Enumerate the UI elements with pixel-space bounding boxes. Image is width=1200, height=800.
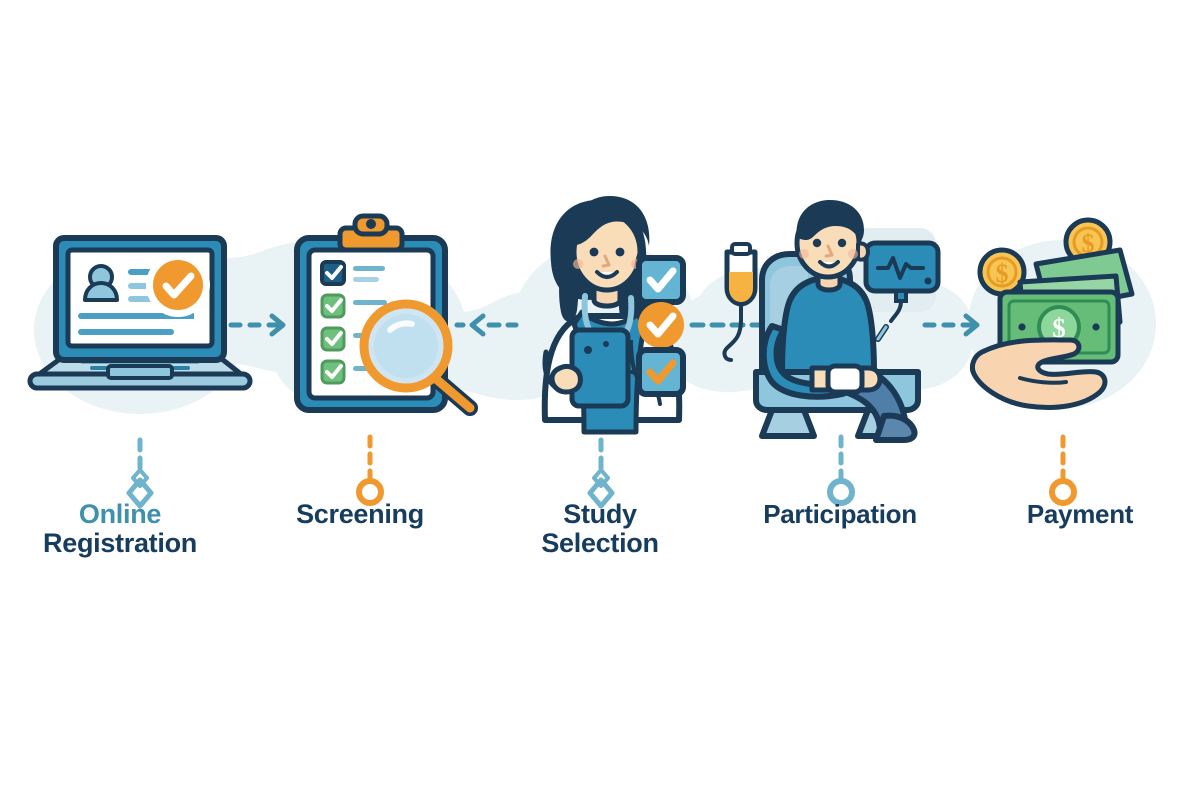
coin-icon-left: $ — [977, 247, 1027, 297]
patient-infusion-chair-icon — [722, 200, 941, 443]
checklist-rows — [320, 260, 387, 385]
connector-study-selection — [587, 437, 615, 509]
check-badge-icon — [146, 253, 210, 317]
clipboard-magnifier-icon — [294, 213, 478, 416]
svg-text:$: $ — [1052, 313, 1066, 343]
svg-text:$: $ — [1082, 229, 1095, 258]
step-label-participation[interactable]: Participation — [720, 500, 960, 528]
step-screening: Screening — [240, 0, 480, 800]
selection-checkbox-group — [636, 255, 686, 397]
flow-arrow-2 — [454, 313, 519, 337]
step-study-selection: Study Selection — [480, 0, 720, 800]
step-label-line: Online — [78, 499, 162, 529]
flow-arrow-1 — [228, 313, 286, 337]
connector-screening — [356, 434, 384, 506]
doctor-checklist-icon — [541, 196, 686, 435]
iv-bag-icon — [722, 242, 758, 362]
hand-holding-money-icon: $ $ $ — [969, 217, 1135, 410]
magnifier-icon — [359, 299, 478, 416]
step-label-screening[interactable]: Screening — [240, 499, 480, 529]
step-label-line: Payment — [1026, 499, 1134, 529]
connector-online-registration — [126, 437, 154, 509]
flow-arrow-4 — [922, 313, 980, 337]
connector-participation — [827, 434, 855, 506]
step-label-line: Registration — [43, 528, 197, 559]
step-payment: Payment — [960, 0, 1200, 800]
step-online-registration: Online Registration — [0, 0, 240, 800]
step-label-line: Screening — [296, 499, 424, 529]
connector-payment — [1049, 434, 1077, 506]
step-label-payment[interactable]: Payment — [960, 500, 1200, 528]
step-label-line: Participation — [763, 499, 917, 529]
vitals-monitor-icon — [863, 240, 941, 342]
step-label-online-registration[interactable]: Online Registration — [0, 499, 240, 559]
laptop-registration-icon — [27, 235, 253, 391]
step-label-line: Study — [563, 499, 637, 529]
step-participation: Participation — [720, 0, 960, 800]
step-label-line: Selection — [541, 528, 659, 559]
svg-text:$: $ — [996, 259, 1009, 288]
step-label-study-selection[interactable]: Study Selection — [480, 499, 720, 559]
